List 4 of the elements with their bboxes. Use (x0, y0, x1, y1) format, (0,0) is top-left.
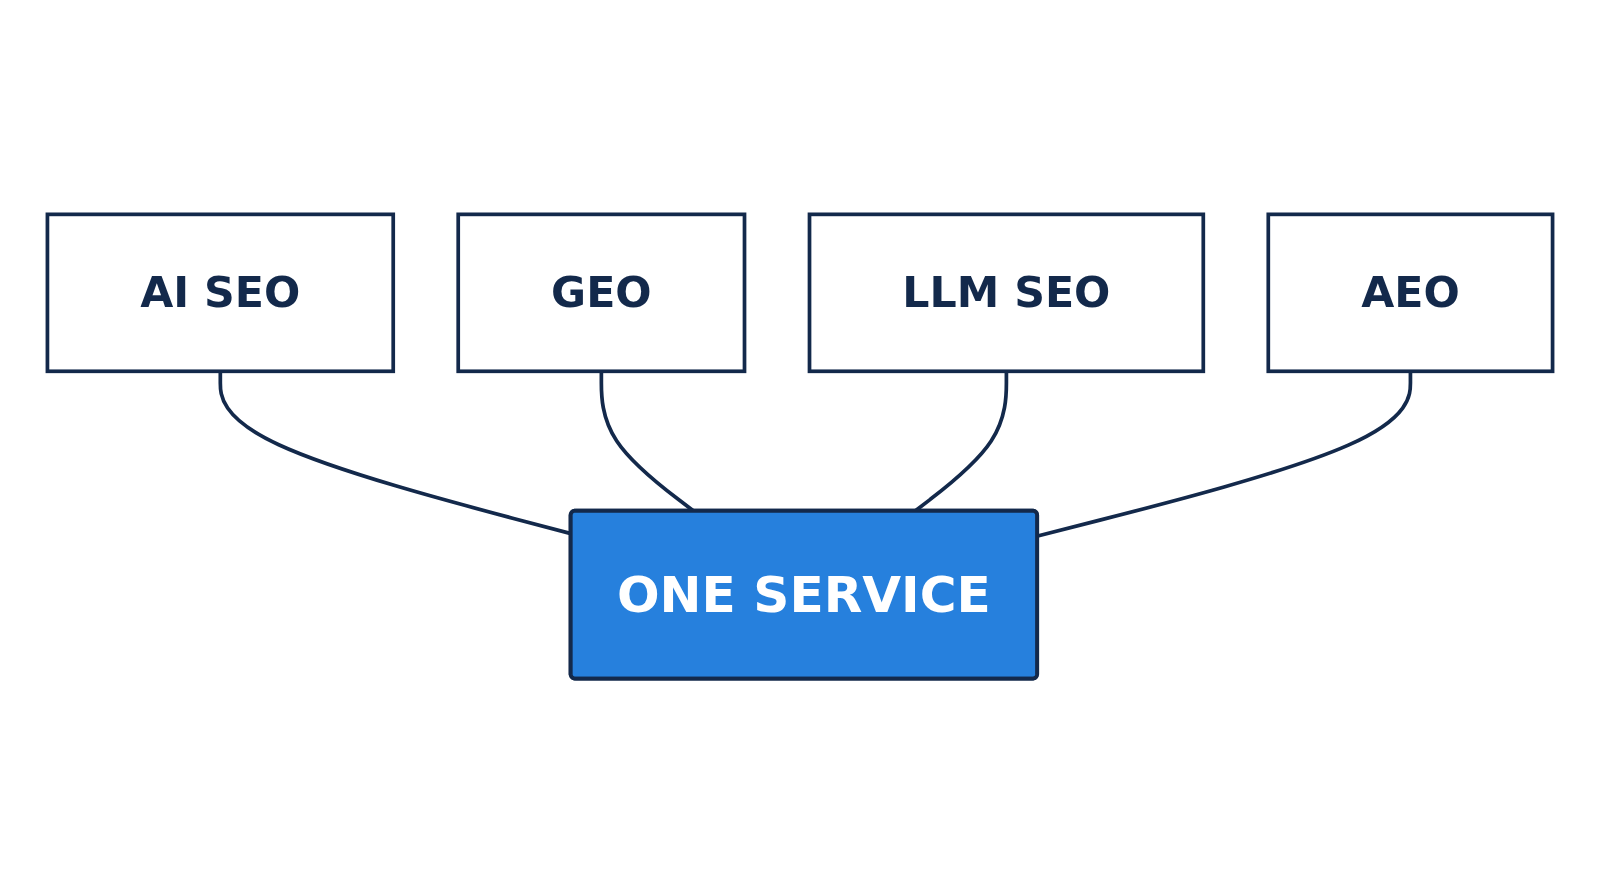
node-box: GEO (456, 212, 747, 374)
node-box: LLM SEO (807, 212, 1206, 374)
node-box: AEO (1266, 212, 1555, 374)
node-box: AI SEO (45, 212, 396, 374)
